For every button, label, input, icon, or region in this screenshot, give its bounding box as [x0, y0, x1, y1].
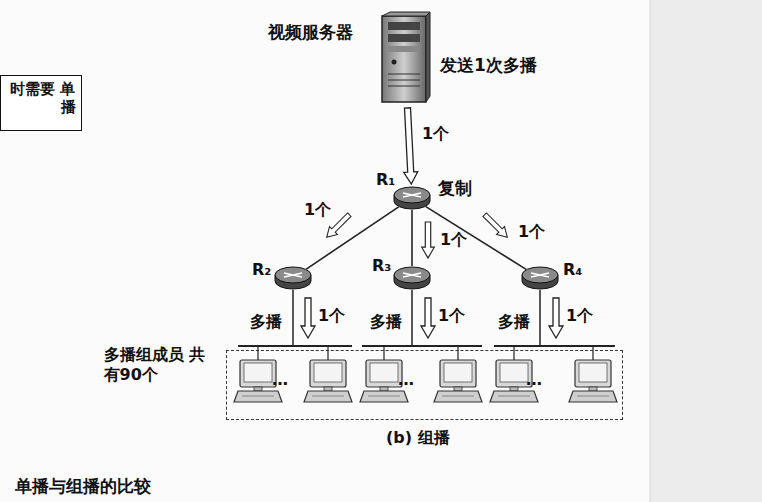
lan-wire [293, 290, 540, 346]
label: 1个 [438, 306, 465, 326]
node-label: 时需要 单播 [4, 80, 76, 118]
router: R₂ [273, 266, 313, 290]
packet-arrow [301, 298, 315, 338]
node-label: R₄ [563, 260, 582, 280]
label: 1个 [566, 306, 593, 326]
note-box: 时需要 单播 [0, 75, 82, 131]
node-label: 多播组成员 共有90个 [104, 345, 218, 385]
link-line [426, 207, 526, 270]
router-icon [273, 266, 313, 290]
router-icon [392, 266, 432, 290]
edge-label: 1个 [422, 124, 449, 144]
label: 多播 [370, 312, 402, 332]
edge-label: 1个 [440, 230, 467, 250]
video-server-icon [380, 12, 430, 104]
router: R₁复制 [392, 186, 432, 210]
packet-arrow [481, 211, 512, 242]
edge-label: 1个 [518, 222, 545, 242]
node-label: R₂ [252, 260, 271, 280]
packet-arrow [549, 298, 563, 338]
packet-arrow [404, 108, 418, 184]
link-line [411, 210, 413, 266]
label: … [272, 370, 288, 390]
label: 多播 [250, 312, 282, 332]
label: 单播与组播的比较 [15, 476, 151, 497]
side-panel [650, 0, 762, 502]
video-server: 视频服务器发送1次多播 [380, 12, 430, 104]
label: 多播 [498, 312, 530, 332]
node-note: 复制 [438, 178, 472, 199]
router-icon [392, 186, 432, 210]
figure-caption: (b) 组播 [386, 428, 450, 448]
packet-arrow [422, 222, 435, 258]
lan-bus [238, 345, 615, 347]
label: … [526, 370, 542, 390]
pc-drop [258, 346, 593, 360]
packet-arrow [421, 298, 435, 338]
label: … [398, 370, 414, 390]
router: R₄ [520, 266, 560, 290]
node-label: 视频服务器 [268, 22, 353, 43]
node-label: R₃ [372, 256, 391, 276]
router: R₃ [392, 266, 432, 290]
node-label: R₁ [376, 170, 395, 190]
computer [234, 360, 617, 402]
label: 1个 [318, 306, 345, 326]
router-icon [520, 266, 560, 290]
edge-label: 1个 [304, 200, 331, 220]
node-note: 发送1次多播 [440, 55, 537, 76]
